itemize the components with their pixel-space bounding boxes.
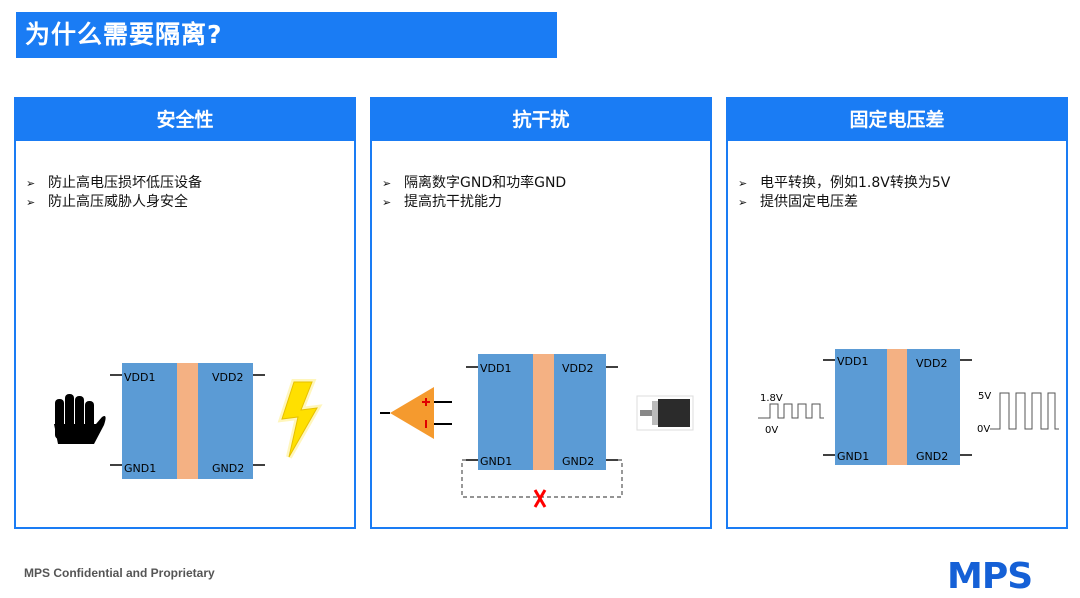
- isolator-diagram: 1.8V 0V VDD1 VDD2 GND1 GND2 5V 0V: [758, 349, 1059, 465]
- panel-header: 抗干扰: [372, 99, 710, 141]
- list-item: ➢电平转换，例如1.8V转换为5V: [738, 175, 951, 191]
- isolation-barrier: [533, 354, 554, 470]
- list-item: ➢隔离数字GND和功率GND: [382, 175, 567, 191]
- page-title: 为什么需要隔离?: [16, 12, 557, 58]
- list-item: ➢防止高电压损坏低压设备: [26, 175, 202, 191]
- pin-label-vdd1: VDD1: [480, 362, 511, 375]
- signal-label-5v: 5V: [978, 391, 991, 402]
- arrow-icon: ➢: [382, 196, 392, 209]
- arrow-icon: ➢: [738, 196, 748, 209]
- square-wave-icon: [990, 392, 1059, 430]
- panel-header: 安全性: [16, 99, 354, 141]
- arrow-icon: ➢: [26, 177, 36, 190]
- signal-label-1.8v: 1.8V: [760, 393, 783, 404]
- signal-label-0v: 0V: [765, 425, 778, 436]
- square-wave-icon: [758, 403, 824, 419]
- pin-label-gnd1: GND1: [124, 462, 156, 475]
- panel-safety: 安全性 ➢防止高电压损坏低压设备 ➢防止高压威胁人身安全 VDD1 VDD2 G…: [14, 97, 356, 529]
- pin-label-vdd1: VDD1: [124, 371, 155, 384]
- pin-label-gnd1: GND1: [480, 455, 512, 468]
- pin-label-vdd2: VDD2: [916, 357, 947, 370]
- bullet-list: ➢防止高电压损坏低压设备 ➢防止高压威胁人身安全: [26, 174, 202, 212]
- pin-label-gnd1: GND1: [837, 450, 869, 463]
- mps-logo: MPS: [947, 557, 1033, 591]
- arrow-icon: ➢: [26, 196, 36, 209]
- pin-label-vdd2: VDD2: [562, 362, 593, 375]
- pin-label-gnd2: GND2: [916, 450, 948, 463]
- list-item: ➢提供固定电压差: [738, 194, 858, 210]
- list-item: ➢防止高压威胁人身安全: [26, 194, 188, 210]
- pin-label-vdd1: VDD1: [837, 355, 868, 368]
- motor-icon: [636, 395, 694, 431]
- pin-label-gnd2: GND2: [562, 455, 594, 468]
- arrow-icon: ➢: [738, 177, 748, 190]
- panel-fixed-voltage-difference: 固定电压差 ➢电平转换，例如1.8V转换为5V ➢提供固定电压差 1.8V 0V…: [726, 97, 1068, 529]
- cross-icon: [533, 489, 547, 508]
- pin-label-gnd2: GND2: [212, 462, 244, 475]
- isolation-barrier: [177, 363, 198, 479]
- panel-anti-interference: 抗干扰 ➢隔离数字GND和功率GND ➢提高抗干扰能力 VDD1 VDD2 GN…: [370, 97, 712, 529]
- lightning-icon: [277, 379, 323, 459]
- isolation-barrier: [887, 349, 907, 465]
- signal-label-0v-out: 0V: [977, 424, 990, 435]
- bullet-list: ➢电平转换，例如1.8V转换为5V ➢提供固定电压差: [738, 174, 950, 212]
- svg-text:MPS: MPS: [947, 557, 1032, 591]
- panel-header: 固定电压差: [728, 99, 1066, 141]
- list-item: ➢提高抗干扰能力: [382, 194, 502, 210]
- isolator-diagram: VDD1 VDD2 GND1 GND2: [54, 363, 323, 479]
- arrow-icon: ➢: [382, 177, 392, 190]
- hand-icon: [54, 394, 106, 444]
- footer-confidential: MPS Confidential and Proprietary: [24, 566, 215, 580]
- pin-label-vdd2: VDD2: [212, 371, 243, 384]
- isolator-diagram: VDD1 VDD2 GND1 GND2: [380, 354, 694, 508]
- bullet-list: ➢隔离数字GND和功率GND ➢提高抗干扰能力: [382, 174, 566, 212]
- amplifier-icon: [380, 387, 452, 439]
